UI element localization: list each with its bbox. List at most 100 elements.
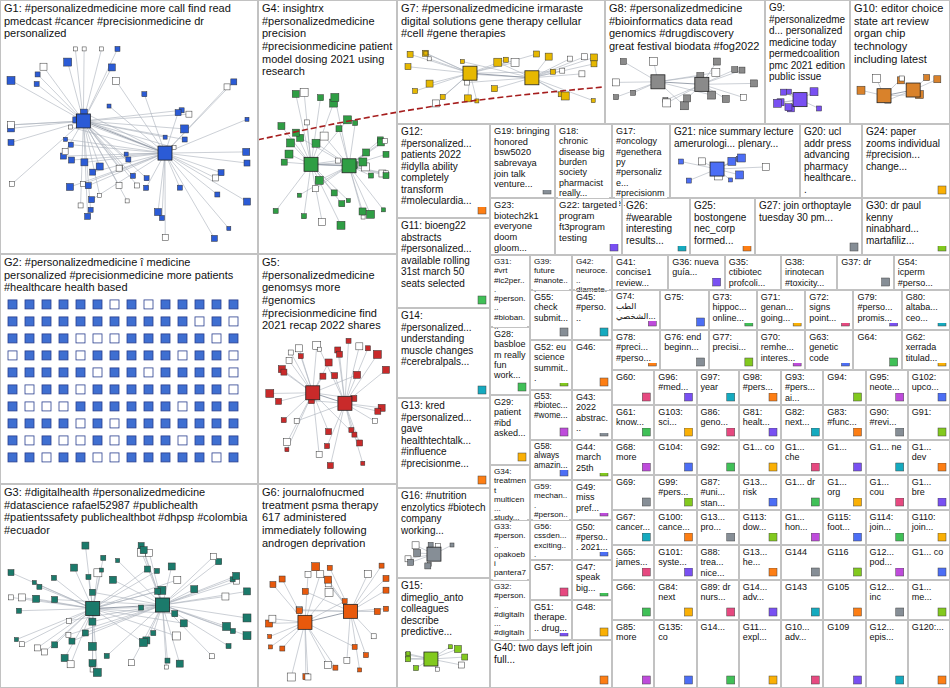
- vertex-icon: [610, 243, 618, 251]
- vertex-icon: [212, 317, 221, 326]
- vertex-cluster: [266, 338, 390, 468]
- vertex-icon: [581, 54, 587, 60]
- vertex-icon: [312, 186, 318, 192]
- group-label: G90: #revi...: [869, 407, 905, 428]
- vertex-icon: [9, 595, 14, 600]
- vertex-icon: [728, 157, 736, 165]
- vertex-icon: [161, 436, 170, 445]
- vertex-icon: [59, 419, 68, 428]
- group-box: G73: hippoc... online...: [709, 290, 757, 330]
- vertex-edge: [165, 82, 234, 153]
- vertex-cluster: [896, 498, 904, 506]
- group-label: G25: bostongene nec_corp formed...: [693, 200, 752, 246]
- vertex-icon: [811, 676, 819, 684]
- vertex-icon: [762, 163, 769, 170]
- vertex-icon: [712, 69, 720, 77]
- vertex-icon: [896, 676, 904, 684]
- vertex-icon: [59, 436, 68, 445]
- group-box: G63: genetic code: [805, 330, 853, 370]
- vertex-icon: [144, 453, 153, 462]
- hub-icon: [343, 604, 357, 618]
- vertex-icon: [178, 385, 187, 394]
- group-label: G7: #personalizedmedicine irmaraste digi…: [400, 2, 602, 40]
- vertex-icon: [320, 373, 326, 379]
- vertex-icon: [560, 588, 568, 596]
- vertex-icon: [269, 615, 276, 622]
- vertex-cluster: [896, 676, 904, 684]
- group-label: G61: know...: [615, 407, 651, 428]
- vertex-cluster: [560, 328, 568, 336]
- vertex-icon: [685, 428, 693, 436]
- vertex-icon: [281, 418, 286, 423]
- vertex-icon: [16, 608, 21, 613]
- vertex-icon: [938, 533, 946, 541]
- vertex-icon: [854, 498, 862, 506]
- vertex-icon: [440, 94, 445, 99]
- group-label: G77: precisi...: [712, 332, 754, 353]
- vertex-icon: [811, 568, 819, 576]
- vertex-icon: [59, 385, 68, 394]
- vertex-icon: [685, 608, 693, 616]
- vertex-icon: [266, 389, 274, 397]
- group-box: G1... org: [823, 475, 865, 510]
- group-box: G67: cancer...: [612, 510, 654, 545]
- vertex-icon: [727, 676, 735, 684]
- group-label: G45: #perso...: [575, 292, 609, 323]
- vertex-icon: [359, 208, 366, 215]
- group-label: G52: eu science summit...: [533, 342, 569, 383]
- vertex-icon: [642, 428, 650, 436]
- vertex-icon: [210, 654, 215, 659]
- vertex-icon: [212, 300, 221, 309]
- vertex-icon: [383, 575, 389, 581]
- vertex-icon: [229, 436, 238, 445]
- vertex-icon: [41, 649, 47, 655]
- vertex-edge: [162, 605, 166, 667]
- group-box: G59: mechan... #person...: [530, 480, 572, 520]
- group-label: G13... pro...: [700, 512, 736, 533]
- vertex-icon: [684, 95, 691, 102]
- vertex-cluster: [896, 568, 904, 576]
- vertex-icon: [896, 568, 904, 576]
- vertex-cluster: [685, 428, 693, 436]
- group-box: G44: march 25th: [572, 440, 612, 480]
- group-label: G1...: [826, 442, 848, 452]
- vertex-edge: [162, 557, 213, 605]
- group-label: G99: #pers...: [657, 477, 693, 498]
- group-box: G29: patient #ibd asked...: [490, 395, 530, 465]
- vertex-icon: [69, 638, 75, 644]
- vertex-icon: [373, 350, 381, 358]
- group-box: G13: kred #personalized... gave healthte…: [397, 398, 490, 488]
- group-box: G13... pro...: [697, 510, 739, 545]
- group-label: G31: #vrt #ic2per... #person... #bioban.…: [493, 257, 527, 331]
- vertex-icon: [52, 642, 58, 648]
- vertex-icon: [195, 453, 204, 462]
- vertex-icon: [460, 60, 464, 64]
- vertex-cluster: [266, 563, 390, 681]
- vertex-icon: [82, 630, 88, 636]
- group-label: G32: #person... #digitalh... #digitalh..…: [493, 582, 527, 647]
- group-box: G45: #perso...: [572, 290, 612, 340]
- vertex-edge: [162, 605, 179, 664]
- vertex-edge: [144, 550, 163, 605]
- group-box: G14...: [697, 620, 739, 688]
- vertex-icon: [93, 419, 102, 428]
- vertex-edge: [532, 57, 594, 77]
- vertex-icon: [8, 453, 17, 462]
- vertex-icon: [344, 658, 350, 664]
- group-box: G86: geno...: [697, 405, 739, 440]
- group-label: G120:...: [911, 622, 945, 632]
- vertex-cluster: [560, 428, 568, 436]
- group-box: G4: insightrx #personalizedmedicine prec…: [258, 0, 397, 254]
- vertex-icon: [352, 432, 357, 437]
- vertex-icon: [127, 453, 136, 462]
- group-label: G24: paper zooms individual #precision..…: [865, 126, 947, 172]
- vertex-cluster: [610, 243, 618, 251]
- vertex-edge: [532, 57, 585, 78]
- vertex-icon: [325, 589, 333, 597]
- group-box: G42: neuroce... diamete...: [572, 255, 612, 290]
- vertex-icon: [769, 393, 777, 401]
- vertex-cluster: [811, 568, 819, 576]
- vertex-icon: [162, 235, 168, 241]
- group-box: G11... expl...: [739, 620, 781, 688]
- vertex-icon: [938, 498, 946, 506]
